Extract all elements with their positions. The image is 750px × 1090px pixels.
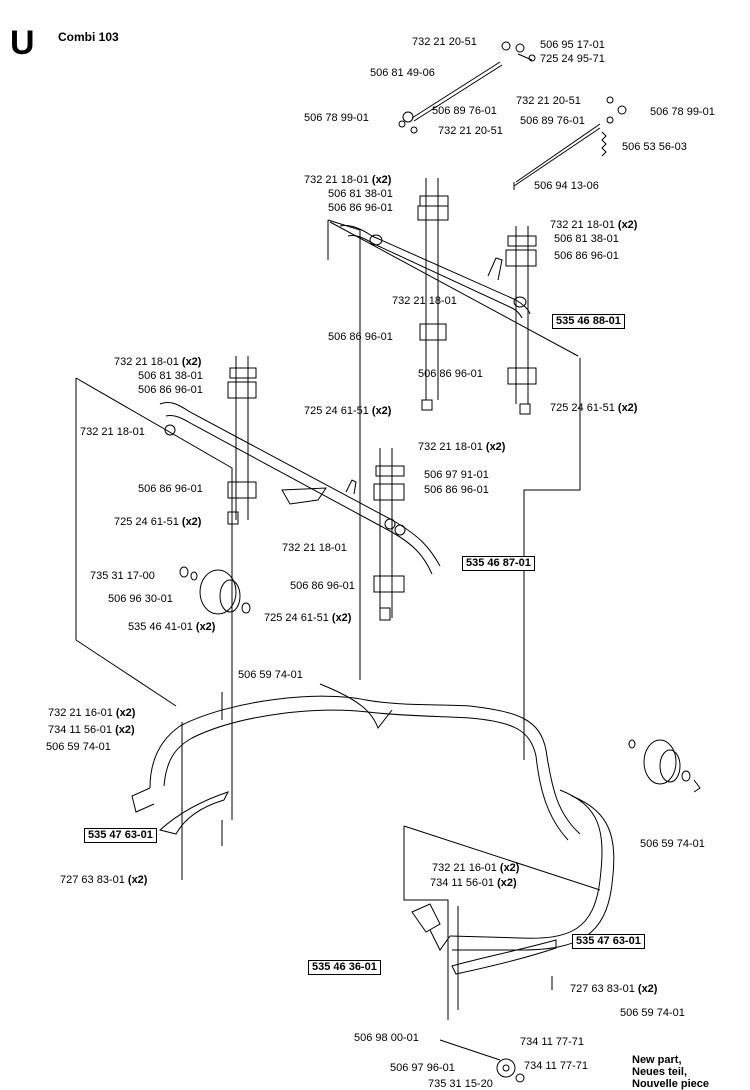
part-label: 725 24 61-51 (x2) <box>114 516 202 528</box>
part-label: 727 63 83-01 (x2) <box>570 983 658 995</box>
part-label: 732 21 18-01 (x2) <box>550 219 638 231</box>
assembly-number: 535 46 88-01 <box>552 314 625 329</box>
spring-rod <box>513 96 627 190</box>
section-letter: U <box>10 24 35 62</box>
part-label: 506 89 76-01 <box>432 105 497 117</box>
part-label: 506 86 96-01 <box>328 331 393 343</box>
part-label: 732 21 20-51 <box>516 95 581 107</box>
right-roller-wheel <box>628 739 701 793</box>
part-label: 732 21 16-01 (x2) <box>432 862 520 874</box>
part-label: 727 63 83-01 (x2) <box>60 874 148 886</box>
part-label: 725 24 95-71 <box>540 53 605 65</box>
part-label: 506 98 00-01 <box>354 1032 419 1044</box>
part-label: 732 21 20-51 <box>412 36 477 48</box>
part-label: 506 86 96-01 <box>554 250 619 262</box>
part-label: 506 81 49-06 <box>370 67 435 79</box>
part-label: 506 81 38-01 <box>138 370 203 382</box>
part-label: 506 86 96-01 <box>138 384 203 396</box>
leader-outline-upper <box>327 219 581 760</box>
part-label: 734 11 77-71 <box>520 1036 585 1048</box>
part-label: 735 31 17-00 <box>90 570 155 582</box>
legend-line: Nouvelle piece <box>632 1078 710 1090</box>
part-label: 506 94 13-06 <box>534 180 599 192</box>
part-label: 506 78 99-01 <box>650 106 715 118</box>
part-label: 506 78 99-01 <box>304 112 369 124</box>
part-label: 506 86 96-01 <box>290 580 355 592</box>
part-label: 506 59 74-01 <box>46 741 111 753</box>
part-label: 732 21 16-01 (x2) <box>48 707 136 719</box>
part-label: 735 31 15-20 <box>428 1078 493 1088</box>
left-roller-wheel <box>179 566 251 615</box>
part-label: 506 95 17-01 <box>540 39 605 51</box>
part-label: 506 96 30-01 <box>108 593 173 605</box>
page-title: Combi 103 <box>58 30 119 44</box>
lower-fasteners <box>181 692 553 1083</box>
part-label: 725 24 61-51 (x2) <box>304 405 392 417</box>
linkage-rod <box>398 41 536 134</box>
part-label: 734 11 77-71 <box>524 1060 589 1072</box>
assembly-number: 535 47 63-01 <box>572 934 645 949</box>
part-label: 506 86 96-01 <box>328 202 393 214</box>
part-label: 506 86 96-01 <box>424 484 489 496</box>
part-label: 732 21 18-01 (x2) <box>418 441 506 453</box>
legend-line: New part, <box>632 1054 682 1066</box>
part-label: 725 24 61-51 (x2) <box>550 402 638 414</box>
part-label: 732 21 18-01 <box>282 542 347 554</box>
assembly-number: 535 47 63-01 <box>84 828 157 843</box>
part-label: 732 21 18-01 (x2) <box>114 356 202 368</box>
part-label: 734 11 56-01 (x2) <box>48 724 135 736</box>
part-label: 734 11 56-01 (x2) <box>430 877 517 889</box>
part-label: 732 21 18-01 <box>392 295 457 307</box>
clamp-stack-middle <box>373 448 405 621</box>
part-label: 725 24 61-51 (x2) <box>264 612 352 624</box>
upper-cross-bar <box>339 225 531 319</box>
part-label: 506 59 74-01 <box>620 1007 685 1019</box>
clamp-stack-upper-right <box>505 226 537 415</box>
part-label: 732 21 18-01 (x2) <box>304 174 392 186</box>
part-label: 506 81 38-01 <box>328 188 393 200</box>
main-frame <box>131 683 615 975</box>
assembly-number: 535 46 36-01 <box>308 960 381 975</box>
part-label: 506 89 76-01 <box>520 115 585 127</box>
part-label: 732 21 20-51 <box>438 125 503 137</box>
leader-outline-right <box>403 825 601 1020</box>
part-label: 535 46 41-01 (x2) <box>128 621 216 633</box>
part-label: 506 86 96-01 <box>138 483 203 495</box>
assembly-number: 535 46 87-01 <box>462 556 535 571</box>
part-label: 506 97 91-01 <box>424 469 489 481</box>
part-label: 732 21 18-01 <box>80 426 145 438</box>
legend-line: Neues teil, <box>632 1066 688 1078</box>
part-label: 506 86 96-01 <box>418 368 483 380</box>
clamp-stack-upper-left <box>417 178 449 411</box>
leader-outline-left <box>75 377 233 820</box>
part-label: 506 97 96-01 <box>390 1062 455 1074</box>
new-part-legend: New part, Neues teil, Nouvelle piece <box>632 1054 709 1090</box>
part-label: 506 59 74-01 <box>238 669 303 681</box>
part-label: 506 53 56-03 <box>622 141 687 153</box>
clamp-stack-left <box>227 356 257 525</box>
part-label: 506 59 74-01 <box>640 838 705 850</box>
part-label: 506 81 38-01 <box>554 233 619 245</box>
